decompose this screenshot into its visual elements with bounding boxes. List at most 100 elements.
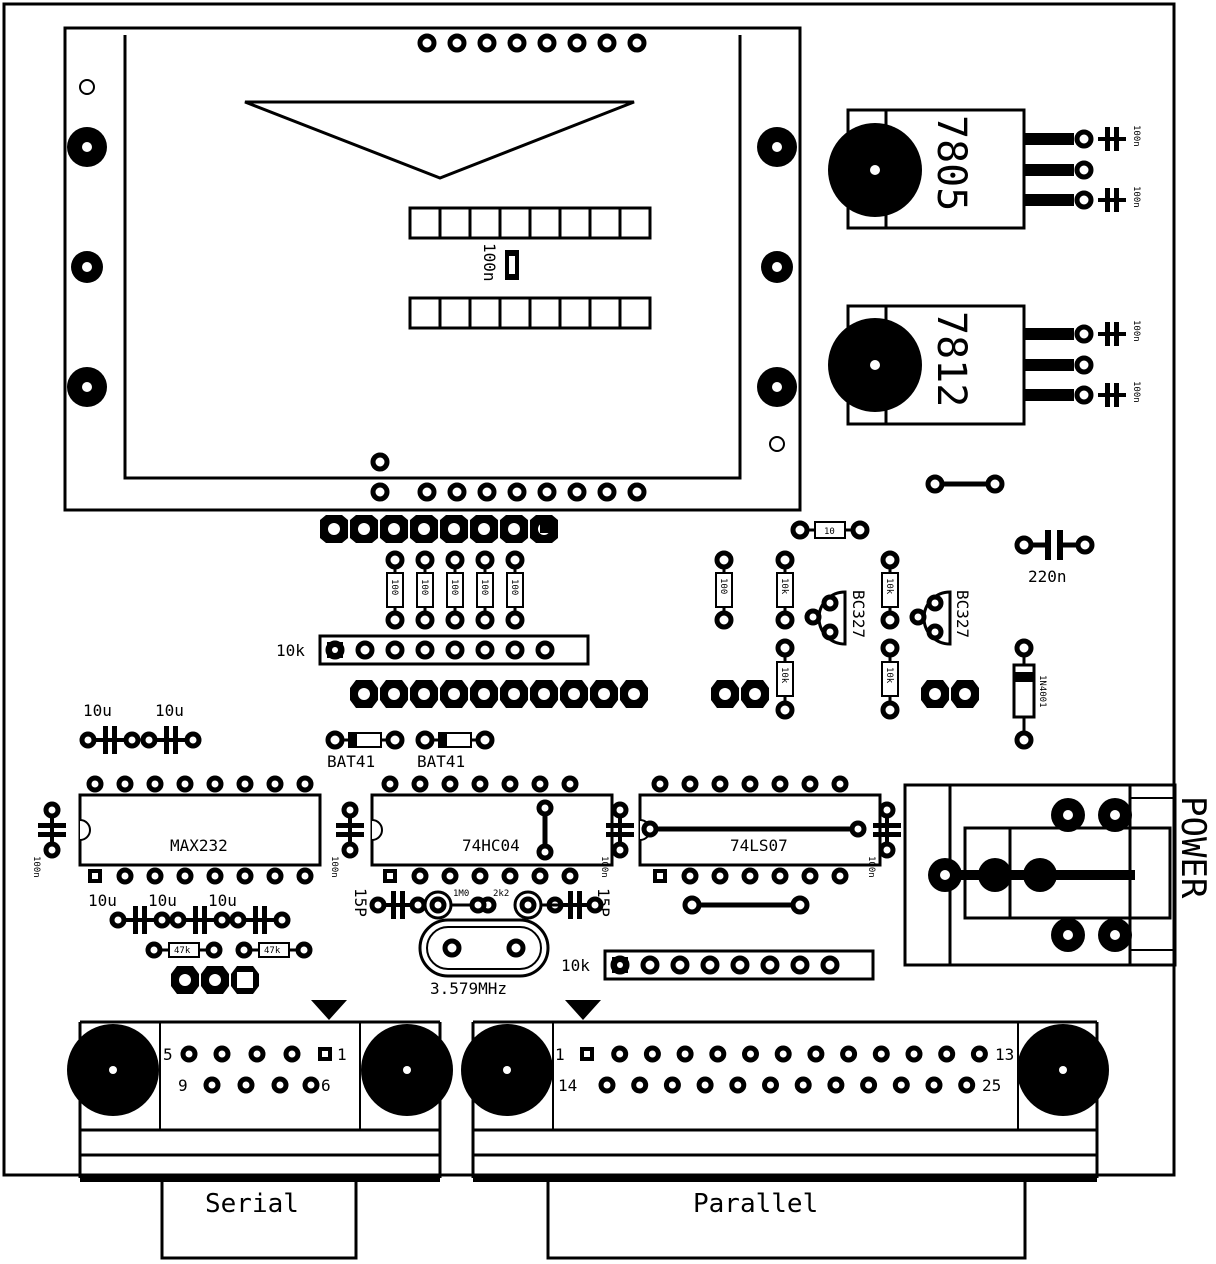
pad — [116, 867, 134, 885]
pad — [790, 955, 810, 975]
component-label: 10u — [83, 701, 112, 720]
diode-band — [349, 733, 357, 747]
header-hole — [358, 523, 370, 535]
resistor-body — [168, 942, 200, 958]
pin1-mark — [540, 523, 550, 533]
pad — [169, 911, 187, 929]
cap-label: 100n — [1131, 381, 1141, 403]
crystal: 3.579MHz — [418, 918, 550, 998]
resistor-label: 100 — [509, 579, 519, 595]
sip-resistor-10k-upper: 10k — [276, 634, 590, 666]
pad — [369, 896, 387, 914]
ic-notch — [79, 819, 91, 841]
pad — [477, 482, 497, 502]
pad — [775, 550, 795, 570]
component-label: 10u — [155, 701, 184, 720]
pad — [561, 775, 579, 793]
pad — [505, 610, 525, 630]
serial-pin9-label: 9 — [178, 1076, 188, 1095]
cap-plate — [1114, 322, 1119, 346]
ic-notch — [371, 819, 383, 841]
pad — [860, 1076, 878, 1094]
serial-pin5-label: 5 — [163, 1045, 173, 1064]
component-label: 10u — [88, 891, 117, 910]
pad — [203, 1076, 221, 1094]
pad — [417, 33, 437, 53]
ic-label: 74LS07 — [730, 836, 788, 855]
pad — [180, 1045, 198, 1063]
pad — [730, 955, 750, 975]
power-label: POWER — [1173, 796, 1213, 899]
parallel-pin1-label: 1 — [555, 1045, 565, 1064]
pad — [641, 820, 659, 838]
socket-cell — [528, 296, 562, 330]
pad — [116, 775, 134, 793]
pad — [760, 955, 780, 975]
pad — [445, 640, 465, 660]
cap-plate — [173, 726, 178, 754]
resistor-label: 100 — [718, 578, 728, 594]
pad — [145, 941, 163, 959]
resistor-body — [416, 572, 434, 608]
cap-plate — [391, 891, 396, 919]
socket-cell — [408, 296, 442, 330]
resistor-label: 10k — [779, 578, 789, 595]
pad — [415, 550, 435, 570]
header-hole — [328, 523, 340, 535]
pad — [429, 896, 447, 914]
resistor-label: 47k — [174, 946, 191, 956]
pad — [775, 610, 795, 630]
pad — [676, 1045, 694, 1063]
pad — [43, 841, 61, 859]
pad — [925, 1076, 943, 1094]
pad — [794, 1076, 812, 1094]
parallel-pin14-label: 14 — [558, 1076, 577, 1095]
socket-cell — [408, 206, 442, 240]
component-label: 10u — [148, 891, 177, 910]
capacitor-220n: 220n — [1014, 530, 1095, 586]
pad — [411, 775, 429, 793]
header-hole — [448, 688, 460, 700]
serial-connector: 5 1 9 6 Serial — [67, 1000, 453, 1260]
pad — [958, 1076, 976, 1094]
pad — [536, 843, 554, 861]
cap-plate — [142, 906, 147, 934]
header-hole — [598, 688, 610, 700]
pad — [938, 1045, 956, 1063]
pin1-hole — [237, 972, 253, 988]
sip-label: 10k — [561, 956, 590, 975]
pad — [531, 867, 549, 885]
jumper-wire — [925, 474, 1005, 494]
pad — [441, 867, 459, 885]
pad — [762, 1076, 779, 1094]
pad — [627, 482, 647, 502]
cap-plate — [400, 891, 405, 919]
resistor-body — [446, 572, 464, 608]
transistor-section: 10 — [790, 520, 870, 540]
res-10-label: 10 — [824, 527, 835, 537]
diode-1n4001-label: 1N4001 — [1037, 675, 1047, 708]
pad — [447, 482, 467, 502]
pad — [567, 33, 587, 53]
header-hole — [179, 974, 191, 986]
resistor-body — [506, 572, 524, 608]
pad — [597, 482, 617, 502]
crystal-label: 3.579MHz — [430, 979, 507, 998]
lcd-socket-bottom — [408, 296, 652, 330]
pad — [176, 775, 194, 793]
pad — [283, 1045, 301, 1063]
cap-plate — [1114, 383, 1119, 407]
component-label: 10u — [208, 891, 237, 910]
resistor-label: 47k — [264, 946, 281, 956]
header-hole — [929, 688, 941, 700]
socket-cell — [588, 296, 622, 330]
pad — [537, 33, 557, 53]
header-hole — [628, 688, 640, 700]
capacitors-10u-top: 10u 10u — [79, 701, 202, 754]
pad — [235, 941, 253, 959]
smd-cap-label: 100n — [480, 243, 499, 282]
pad — [501, 775, 519, 793]
